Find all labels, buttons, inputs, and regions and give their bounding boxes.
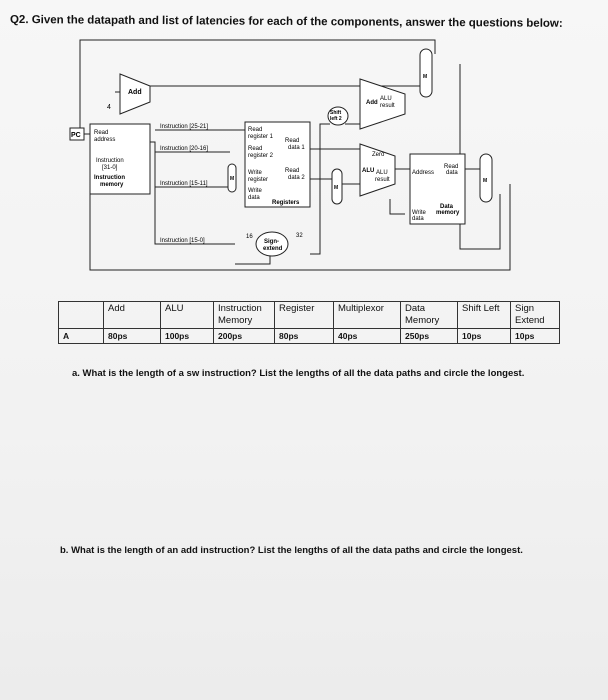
add-unit [119, 73, 151, 115]
svg-text:register 1: register 1 [248, 134, 274, 140]
question-b: b. What is the length of an add instruct… [60, 545, 523, 556]
header-instruction-memory: Instruction Memory [213, 301, 275, 329]
value-register: 80ps [274, 328, 334, 344]
svg-text:Instruction: Instruction [94, 175, 125, 181]
svg-text:Sign-: Sign- [264, 239, 279, 245]
value-multiplexor: 40ps [333, 328, 401, 344]
value-shift-left: 10ps [457, 328, 511, 344]
regdst-mux [227, 163, 237, 193]
register-file [244, 121, 311, 208]
header-sign-extend: Sign Extend [510, 301, 560, 329]
svg-text:Read: Read [444, 164, 458, 170]
svg-text:[31-0]: [31-0] [102, 165, 118, 171]
svg-text:Registers: Registers [272, 200, 300, 206]
pc-register [69, 127, 85, 141]
svg-text:Instruction [15-0]: Instruction [15-0] [160, 238, 205, 244]
instruction-memory [89, 123, 151, 195]
svg-text:Instruction [20-16]: Instruction [20-16] [160, 146, 208, 152]
value-instruction-memory: 200ps [213, 328, 275, 344]
svg-text:Shift: Shift [330, 110, 341, 116]
header-shift-left: Shift Left [457, 301, 511, 329]
svg-text:Write: Write [248, 188, 263, 194]
svg-text:M: M [230, 176, 234, 182]
svg-text:data: data [248, 195, 260, 201]
data-memory [409, 153, 466, 225]
pc-label: PC [71, 132, 81, 139]
svg-text:Read: Read [94, 130, 108, 136]
question-a: a. What is the length of a sw instructio… [72, 368, 525, 379]
svg-text:Read: Read [285, 138, 299, 144]
alusrc-mux [331, 168, 343, 205]
datapath-diagram: Add 4 PC Read address Instruction [31-0]… [69, 39, 511, 271]
value-sign-extend: 10ps [510, 328, 560, 344]
svg-text:Address: Address [412, 170, 434, 176]
row-label: A [58, 328, 104, 344]
header-data-memory: Data Memory [400, 301, 458, 329]
sign-extend-unit [255, 231, 289, 257]
header-register: Register [274, 301, 334, 329]
header-multiplexor: Multiplexor [333, 301, 401, 329]
svg-text:left 2: left 2 [330, 116, 342, 122]
svg-text:Instruction [25-21]: Instruction [25-21] [160, 124, 208, 130]
svg-text:register 2: register 2 [248, 153, 274, 159]
svg-text:memory: memory [100, 182, 124, 188]
svg-text:Instruction: Instruction [96, 158, 124, 164]
svg-text:M: M [423, 74, 427, 80]
header-add: Add [103, 301, 161, 329]
value-data-memory: 250ps [400, 328, 458, 344]
svg-text:Write: Write [412, 210, 427, 216]
svg-text:data: data [412, 216, 424, 222]
svg-text:Write: Write [248, 170, 263, 176]
svg-text:Add: Add [366, 100, 378, 106]
mem-to-reg-mux [479, 153, 493, 203]
svg-text:M: M [334, 185, 338, 191]
header-alu: ALU [160, 301, 214, 329]
svg-text:32: 32 [296, 233, 303, 239]
svg-text:ALU: ALU [362, 168, 374, 174]
branch-adder [359, 78, 406, 130]
svg-text:result: result [380, 103, 395, 109]
svg-text:16: 16 [246, 234, 253, 240]
pc-source-mux [419, 48, 433, 98]
svg-text:Zero: Zero [372, 152, 385, 158]
svg-text:Read: Read [285, 168, 299, 174]
svg-text:data 2: data 2 [288, 175, 305, 181]
svg-text:ALU: ALU [376, 170, 388, 176]
svg-text:Read: Read [248, 127, 262, 133]
svg-text:ALU: ALU [380, 96, 392, 102]
question-title: Q2. Given the datapath and list of laten… [9, 14, 563, 30]
add-label: Add [128, 89, 142, 96]
svg-text:extend: extend [263, 246, 283, 252]
latency-table: Add ALU Instruction Memory Register Mult… [58, 301, 560, 344]
svg-text:result: result [375, 177, 390, 183]
svg-text:data: data [446, 170, 458, 176]
four-label: 4 [107, 104, 111, 111]
svg-text:Read: Read [248, 146, 262, 152]
svg-text:Data: Data [440, 204, 454, 210]
svg-text:data 1: data 1 [288, 145, 305, 151]
svg-text:address: address [94, 137, 115, 143]
svg-text:register: register [248, 177, 268, 183]
svg-text:memory: memory [436, 210, 460, 216]
value-add: 80ps [103, 328, 161, 344]
main-alu [359, 143, 396, 197]
svg-text:Instruction [15-11]: Instruction [15-11] [160, 181, 208, 187]
value-alu: 100ps [160, 328, 214, 344]
shift-left-unit [327, 106, 349, 126]
svg-text:M: M [483, 178, 487, 184]
